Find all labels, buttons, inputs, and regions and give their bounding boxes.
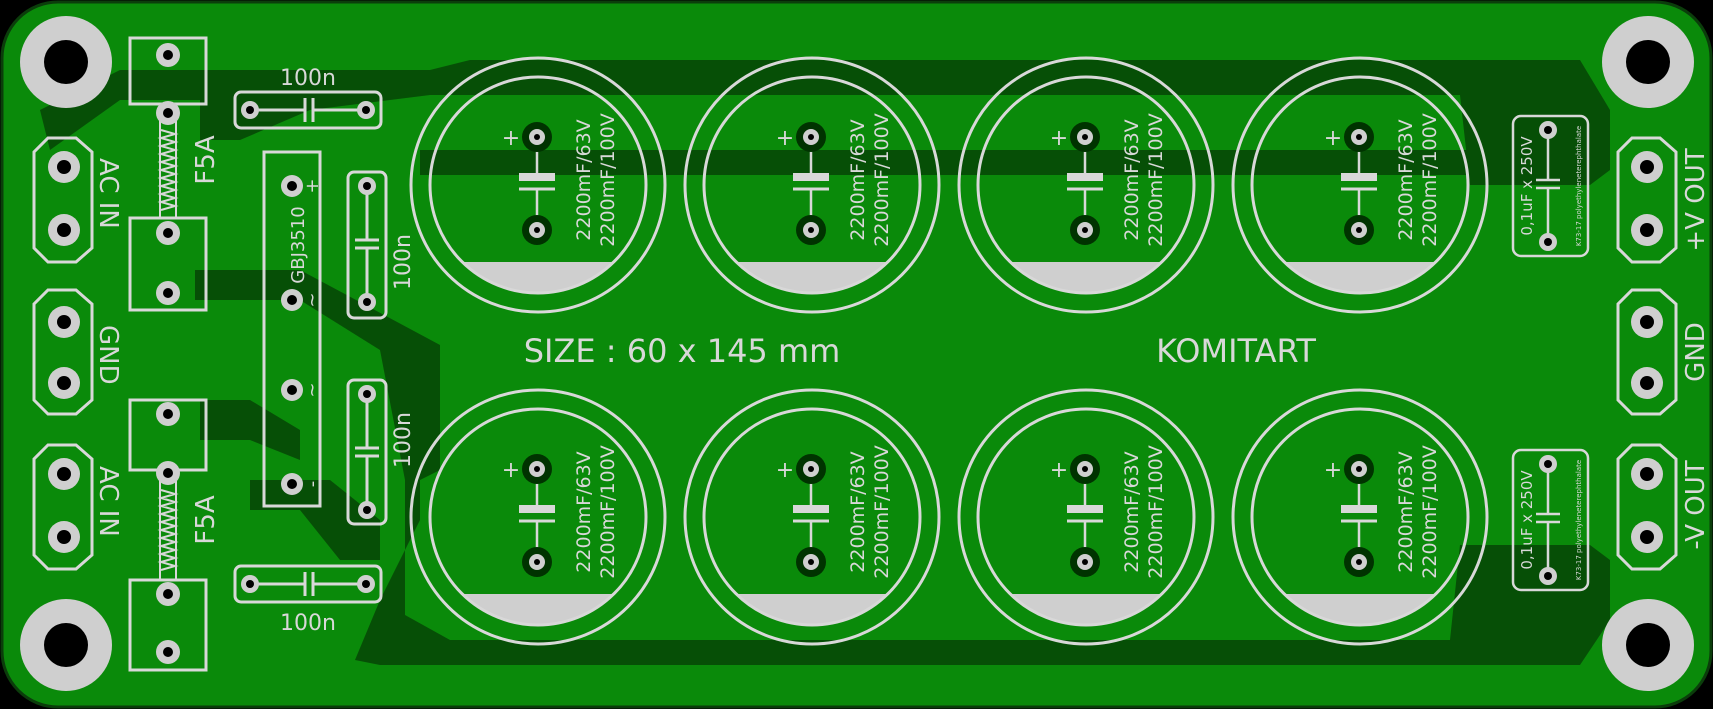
label-cap-top-horizontal: 100n [280, 66, 336, 91]
label-film-cap-top-value: 0,1uF x 250V [1518, 136, 1536, 236]
label-cap-vertical-lower: 100n [391, 412, 416, 468]
label-film-cap-bottom-type: K73-17 polyethyleneterephthalate [1575, 460, 1583, 580]
fuse-bottom [128, 398, 208, 672]
mounting-hole-bottom-left [20, 599, 112, 691]
electrolytic-label-100v: 2200mF/100V [871, 113, 893, 246]
electrolytic-label-100v: 2200mF/100V [1145, 445, 1167, 578]
label-ac-in-bottom: AC IN [93, 466, 123, 537]
label-bridge-pin-ac2: ~ [302, 382, 323, 397]
polarity-plus-label: + [502, 126, 520, 151]
label-cap-vertical-upper: 100n [391, 234, 416, 290]
label-bridge: GBJ3510 [288, 206, 309, 283]
size-label: SIZE : 60 x 145 mm [524, 332, 841, 370]
electrolytic-label-63v: 2200mF/63V [573, 451, 595, 572]
polarity-plus-label: + [776, 458, 794, 483]
label-bridge-pin-plus: + [302, 178, 323, 193]
bridge-rectifier [262, 150, 322, 508]
connector-ac-in-bottom [32, 443, 94, 571]
electrolytic-label-63v: 2200mF/63V [573, 119, 595, 240]
polarity-plus-label: + [1050, 458, 1068, 483]
label-bridge-pin-minus: - [302, 481, 323, 488]
connector-gnd-left [32, 288, 94, 416]
label-gnd-left: GND [93, 325, 123, 385]
connector-pads-right [1631, 151, 1663, 553]
electrolytic-label-63v: 2200mF/63V [1121, 451, 1143, 572]
label-cap-bottom-horizontal: 100n [280, 611, 336, 636]
connectors-right-outlines [1616, 136, 1678, 571]
connector-ac-in-top [32, 136, 94, 264]
cap-100n-vertical-lower [346, 378, 388, 526]
electrolytic-label-63v: 2200mF/63V [1395, 119, 1417, 240]
label-v-minus-out: -V OUT [1681, 460, 1711, 549]
label-bridge-pin-ac1: ~ [302, 292, 323, 307]
electrolytic-label-63v: 2200mF/63V [1395, 451, 1417, 572]
connector-pads-left [48, 151, 80, 553]
brand-label: KOMITART [1156, 332, 1316, 370]
film-cap-bottom [1511, 448, 1590, 592]
electrolytic-label-100v: 2200mF/100V [1419, 445, 1441, 578]
label-film-cap-top-type: K73-17 polyethyleneterephthalate [1575, 126, 1583, 246]
label-ac-in-top: AC IN [93, 158, 123, 229]
mounting-hole-top-left [20, 16, 112, 108]
polarity-plus-label: + [1324, 126, 1342, 151]
label-v-plus-out: +V OUT [1681, 148, 1711, 251]
polarity-plus-label: + [1050, 126, 1068, 151]
mounting-holes [20, 16, 1694, 691]
label-fuse-top: F5A [191, 135, 221, 184]
polarity-plus-label: + [1324, 458, 1342, 483]
fuse-top [128, 36, 208, 312]
polarity-plus-label: + [502, 458, 520, 483]
electrolytic-label-63v: 2200mF/63V [847, 119, 869, 240]
electrolytic-label-100v: 2200mF/100V [597, 445, 619, 578]
polarity-plus-label: + [776, 126, 794, 151]
label-film-cap-bottom-value: 0,1uF x 250V [1518, 470, 1536, 570]
electrolytic-label-100v: 2200mF/100V [871, 445, 893, 578]
mounting-hole-top-right [1602, 16, 1694, 108]
electrolytic-label-100v: 2200mF/100V [1419, 113, 1441, 246]
electrolytic-label-63v: 2200mF/63V [847, 451, 869, 572]
electrolytic-label-100v: 2200mF/100V [1145, 113, 1167, 246]
label-gnd-right: GND [1681, 322, 1711, 382]
label-fuse-bottom: F5A [191, 495, 221, 544]
electrolytic-label-63v: 2200mF/63V [1121, 119, 1143, 240]
electrolytic-label-100v: 2200mF/100V [597, 113, 619, 246]
mounting-hole-bottom-right [1602, 599, 1694, 691]
